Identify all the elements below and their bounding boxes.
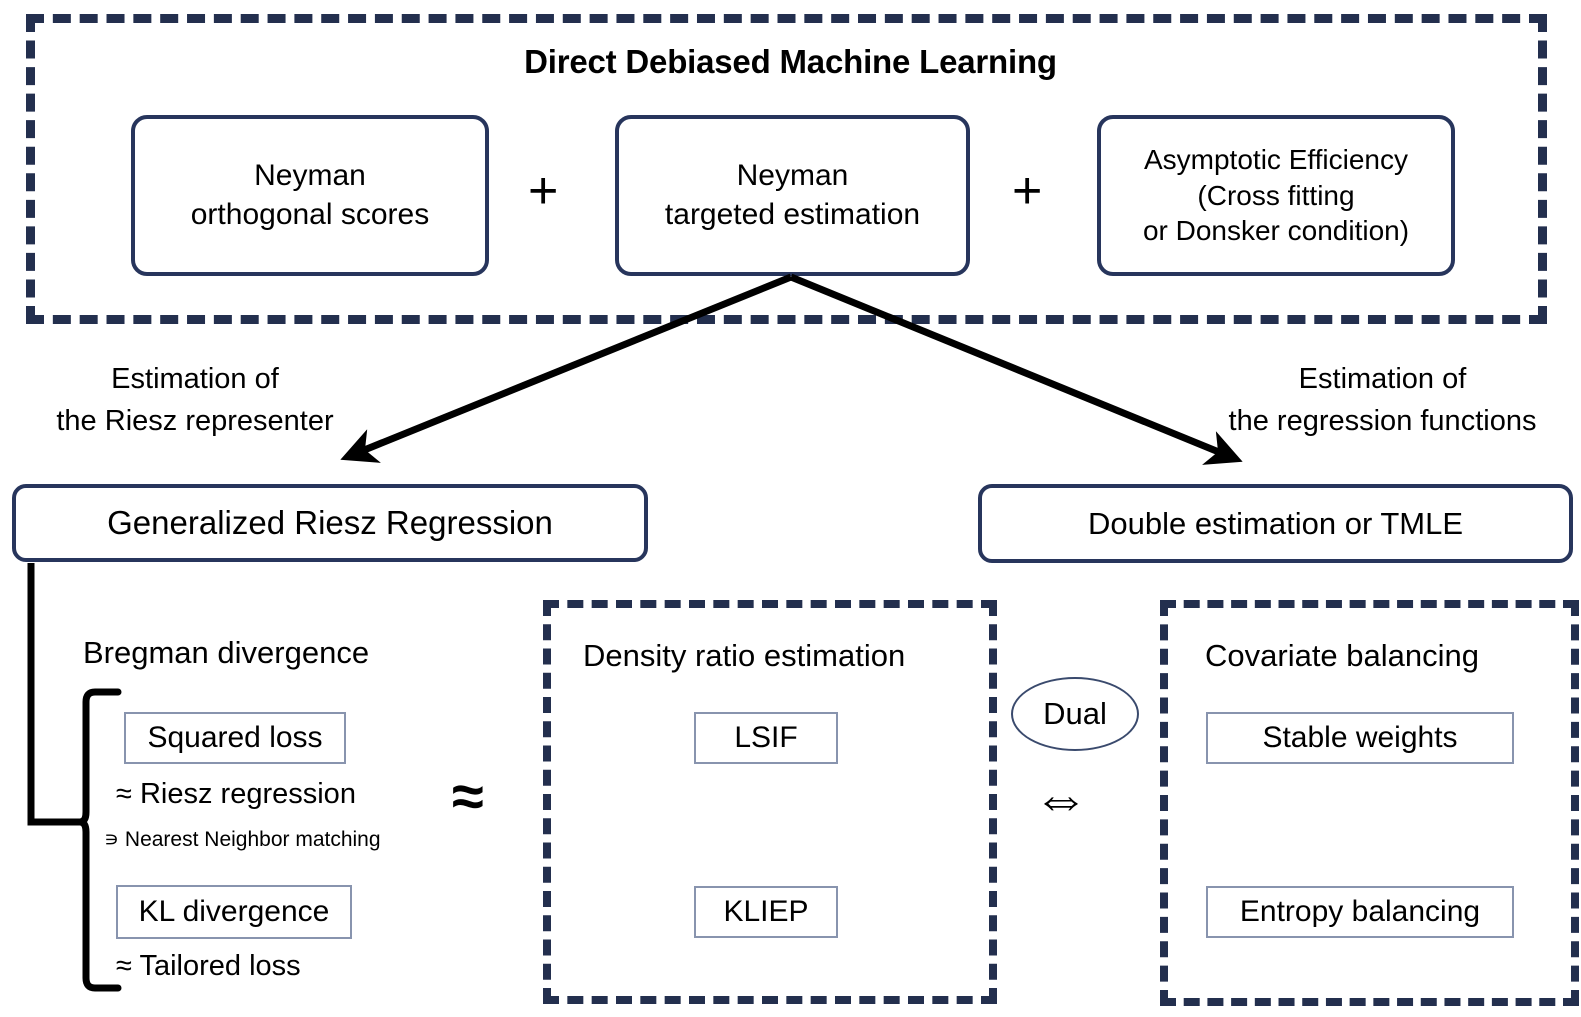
box-neyman-orthogonal-scores-label: Neyman orthogonal scores — [190, 159, 430, 231]
box-stable-weights-label: Stable weights — [1262, 721, 1458, 754]
box-kliep-label: KLIEP — [723, 895, 809, 928]
box-generalized-riesz-regression-label: Generalized Riesz Regression — [107, 503, 553, 541]
box-generalized-riesz-regression: Generalized Riesz Regression — [12, 484, 648, 562]
box-kl-divergence: KL divergence — [116, 885, 352, 939]
box-lsif-label: LSIF — [734, 721, 798, 754]
connector-grr-to-brace — [27, 563, 86, 826]
box-asymptotic-efficiency-label: Asymptotic Efficiency (Cross fitting or … — [1142, 143, 1410, 247]
approx-relation-symbol: ≈ — [452, 764, 484, 829]
box-squared-loss: Squared loss — [124, 712, 346, 764]
heading-density-ratio-estimation: Density ratio estimation — [583, 638, 906, 673]
covariate-balancing-container — [1160, 600, 1579, 1006]
label-estimation-riesz-representer: Estimation of the Riesz representer — [56, 363, 334, 438]
box-squared-loss-label: Squared loss — [147, 721, 323, 754]
density-ratio-estimation-container — [543, 600, 997, 1004]
box-neyman-orthogonal-scores: Neyman orthogonal scores — [131, 115, 489, 276]
page-title: Direct Debiased Machine Learning — [524, 43, 1057, 80]
note-nearest-neighbor-matching: ∍ Nearest Neighbor matching — [104, 828, 381, 851]
note-approx-tailored-loss: ≈ Tailored loss — [116, 950, 301, 982]
plus-operator-1: + — [528, 162, 559, 220]
note-approx-riesz-regression: ≈ Riesz regression — [116, 778, 356, 810]
dual-ellipse-badge: Dual — [1011, 677, 1139, 751]
box-entropy-balancing-label: Entropy balancing — [1239, 895, 1481, 928]
box-entropy-balancing: Entropy balancing — [1206, 886, 1514, 938]
box-double-estimation-or-tmle-label: Double estimation or TMLE — [1087, 505, 1464, 541]
heading-bregman-divergence: Bregman divergence — [83, 635, 370, 670]
dual-label: Dual — [1043, 696, 1107, 731]
box-double-estimation-or-tmle: Double estimation or TMLE — [978, 484, 1573, 563]
box-lsif: LSIF — [694, 712, 838, 764]
box-neyman-targeted-estimation-label: Neyman targeted estimation — [664, 159, 921, 231]
box-stable-weights: Stable weights — [1206, 712, 1514, 764]
heading-covariate-balancing: Covariate balancing — [1205, 638, 1480, 673]
label-estimation-regression-functions: Estimation of the regression functions — [1228, 363, 1537, 438]
box-kl-divergence-label: KL divergence — [138, 895, 330, 928]
plus-operator-2: + — [1012, 162, 1043, 220]
box-asymptotic-efficiency: Asymptotic Efficiency (Cross fitting or … — [1097, 115, 1455, 276]
dual-bidirectional-arrow-icon: ⇔ — [1033, 766, 1089, 829]
box-kliep: KLIEP — [694, 886, 838, 938]
box-neyman-targeted-estimation: Neyman targeted estimation — [615, 115, 970, 276]
